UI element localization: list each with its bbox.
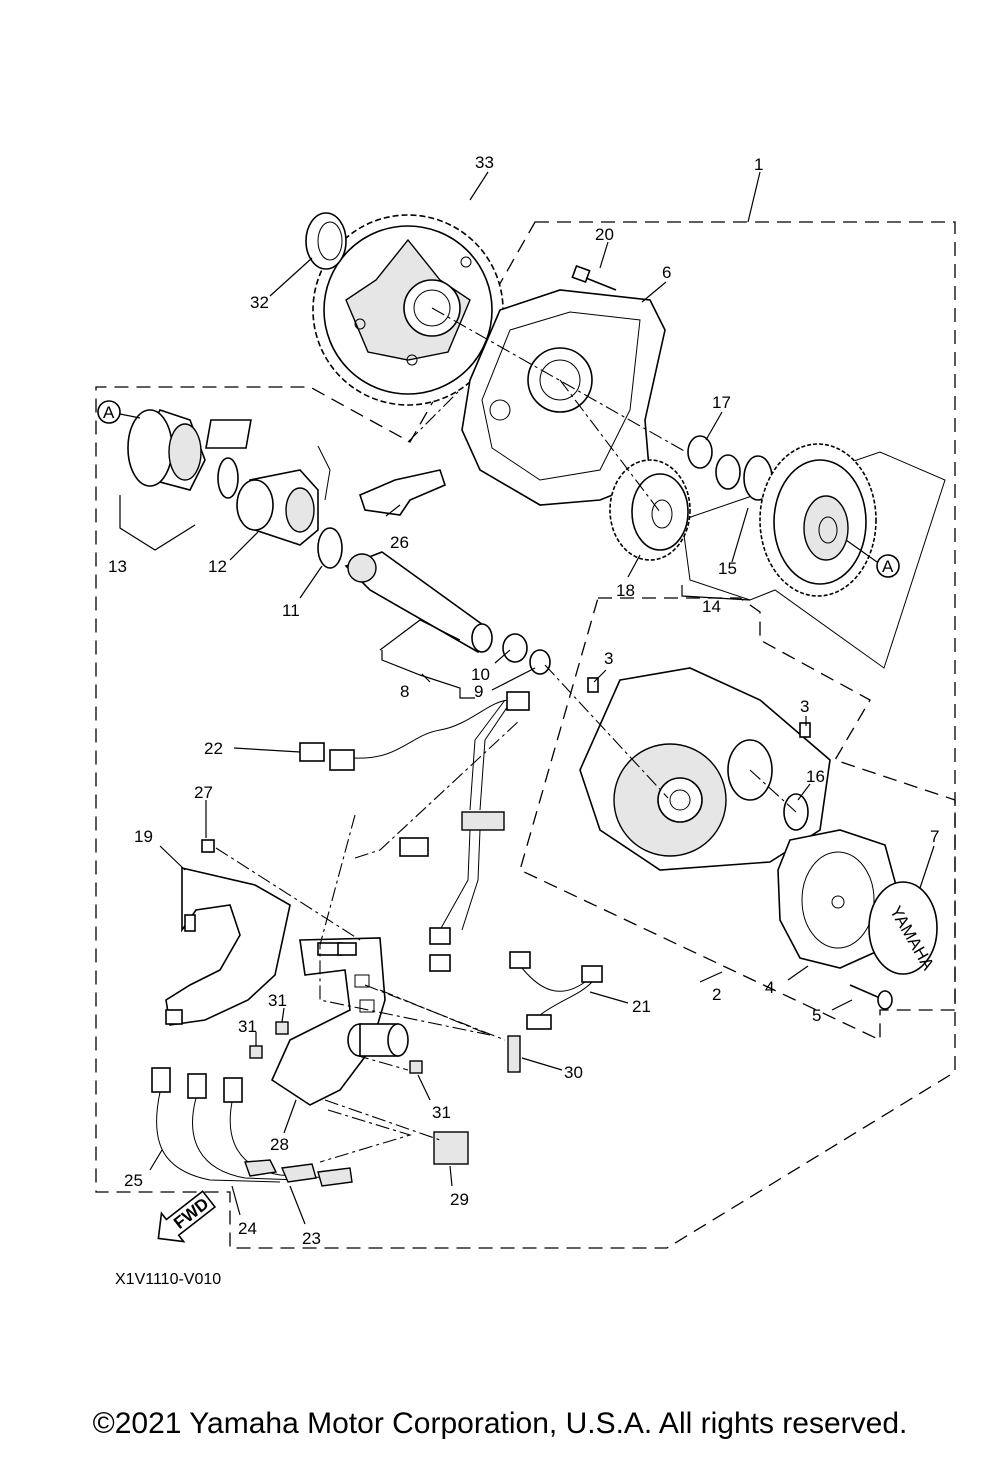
assembly-boundary-1 xyxy=(95,221,956,1249)
circuit-board-28 xyxy=(270,937,409,1106)
sprocket xyxy=(312,214,504,406)
callout-7: 7 xyxy=(930,827,939,846)
ring-10 xyxy=(502,633,528,663)
callout-26: 26 xyxy=(390,533,409,552)
axis-line-h xyxy=(354,1054,409,1071)
assembly-boundary-2 xyxy=(519,597,956,1042)
axis-line-j xyxy=(354,719,521,859)
callout-27: 27 xyxy=(194,783,213,802)
callout-8: 8 xyxy=(400,682,409,701)
callout-30: 30 xyxy=(564,1063,583,1082)
wire-harness-22 xyxy=(299,691,530,972)
sheet-29 xyxy=(433,1131,469,1165)
callout-5: 5 xyxy=(812,1006,821,1025)
callout-29: 29 xyxy=(450,1190,469,1209)
wire-harness-25-24-23 xyxy=(151,1067,353,1187)
callout-31a: 31 xyxy=(268,991,287,1010)
axis-line-i xyxy=(319,1109,412,1163)
screw-27 xyxy=(201,839,215,853)
circlip-17 xyxy=(687,435,713,469)
callout-4: 4 xyxy=(765,978,774,997)
diagram-code: X1V1110-V010 xyxy=(115,1271,221,1288)
sub-boundary-14 xyxy=(681,451,946,669)
callout-32: 32 xyxy=(250,293,269,312)
drive-gear xyxy=(759,443,877,597)
callout-3b: 3 xyxy=(800,697,809,716)
callout-6: 6 xyxy=(662,263,671,282)
callout-2: 2 xyxy=(712,985,721,1004)
gear-18 xyxy=(609,459,691,561)
axis-line-e xyxy=(215,847,361,941)
collar xyxy=(715,454,741,490)
callout-14: 14 xyxy=(702,597,721,616)
callout-23: 23 xyxy=(302,1229,321,1248)
axis-line-f xyxy=(319,814,491,1036)
callout-1: 1 xyxy=(754,155,763,174)
callout-22: 22 xyxy=(204,739,223,758)
pad-31c xyxy=(409,1060,423,1074)
axis-line-g xyxy=(324,1099,441,1141)
callout-13: 13 xyxy=(108,557,127,576)
leader-lines xyxy=(119,171,935,1225)
copyright-notice: ©2021 Yamaha Motor Corporation, U.S.A. A… xyxy=(92,1407,908,1440)
callout-15: 15 xyxy=(718,559,737,578)
axis-line-d xyxy=(749,769,797,813)
dowel-3a xyxy=(587,677,599,693)
o-ring-11 xyxy=(317,527,343,569)
callout-10: 10 xyxy=(471,665,490,684)
fwd-arrow: FWD xyxy=(157,1190,217,1243)
bearing-13 xyxy=(127,409,206,491)
axis-line-l xyxy=(364,984,506,1041)
clutch-12 xyxy=(236,469,319,546)
bolt-20 xyxy=(571,264,617,291)
callout-16: 16 xyxy=(806,767,825,786)
callout-labels: 1 2 3 3 4 5 6 7 8 9 10 11 12 13 14 15 16… xyxy=(108,153,939,1248)
axis-line-m xyxy=(407,389,461,443)
wire-harness-21 xyxy=(509,951,603,1030)
capacitor xyxy=(347,1023,409,1057)
snap-ring xyxy=(217,457,239,499)
callout-12: 12 xyxy=(208,557,227,576)
mounting-plate-19 xyxy=(165,866,291,1026)
ref-marker-a-right: A xyxy=(845,539,900,578)
callout-20: 20 xyxy=(595,225,614,244)
callout-33: 33 xyxy=(475,153,494,172)
callout-31b: 31 xyxy=(238,1017,257,1036)
insulator-30 xyxy=(507,1035,521,1073)
callout-24: 24 xyxy=(238,1219,257,1238)
callout-17: 17 xyxy=(712,393,731,412)
housing-cover xyxy=(461,289,666,506)
callout-25: 25 xyxy=(124,1171,143,1190)
dowel-3b xyxy=(799,722,811,738)
ref-marker-a-right-text: A xyxy=(882,557,894,576)
bolt-5 xyxy=(849,984,893,1010)
axis-line-a xyxy=(431,307,687,453)
callout-19: 19 xyxy=(134,827,153,846)
sensor-bracket-26 xyxy=(205,419,446,516)
pad-31b xyxy=(249,1045,263,1059)
callout-11: 11 xyxy=(282,601,300,620)
callout-3a: 3 xyxy=(604,649,613,668)
emblem-cap-7: YAMAHA xyxy=(868,881,938,975)
lock-nut xyxy=(305,212,347,270)
callout-9: 9 xyxy=(474,682,483,701)
axis-line-c xyxy=(544,664,669,799)
ref-marker-a-left-text: A xyxy=(103,403,115,422)
shaft-8 xyxy=(344,551,493,654)
ring-9 xyxy=(529,649,551,675)
ref-marker-a-left: A xyxy=(97,400,141,424)
callout-18: 18 xyxy=(616,581,635,600)
callout-28: 28 xyxy=(270,1135,289,1154)
motor-housing xyxy=(579,667,831,871)
axis-line-b xyxy=(559,379,661,513)
callout-31c: 31 xyxy=(432,1103,451,1122)
callout-21: 21 xyxy=(632,997,651,1016)
pad-31a xyxy=(275,1021,289,1035)
